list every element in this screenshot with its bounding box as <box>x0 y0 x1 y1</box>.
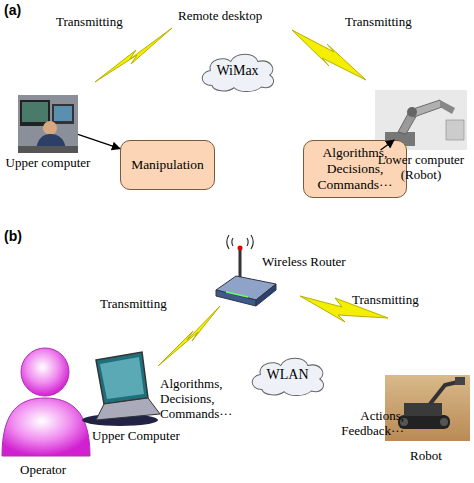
link-label: Transmitting <box>345 14 412 29</box>
cloud-label: WLAN <box>267 367 309 383</box>
lightning-bolt <box>292 30 366 80</box>
network-cloud: WiMax <box>195 48 280 93</box>
lightning-bolt <box>95 28 172 82</box>
wireless-router-icon <box>216 235 276 306</box>
data-label: Algorithms, Decisions, Commands··· <box>160 376 252 421</box>
node-caption: Lower computer (Robot) <box>371 152 471 182</box>
process-box: Manipulation <box>120 140 215 190</box>
operator-figure <box>2 348 90 456</box>
cloud-label: WiMax <box>216 63 258 79</box>
lightning-bolt <box>158 306 220 366</box>
node-caption: Upper computer <box>0 155 100 170</box>
panel-label: (a) <box>4 3 21 18</box>
person-label: Operator <box>20 462 66 477</box>
device-label: Robot <box>410 448 442 463</box>
laptop-icon <box>82 352 160 426</box>
computer-photo: Upper computer <box>18 95 78 153</box>
panel-label: (b) <box>4 229 22 244</box>
device-label: Wireless Router <box>262 254 346 269</box>
network-cloud: WLAN <box>245 352 330 397</box>
link-label: Remote desktop <box>178 8 262 23</box>
cloud-shape <box>252 358 323 395</box>
link-label: Transmitting <box>352 292 419 307</box>
box-label: Manipulation <box>131 157 204 173</box>
process-box: Algorithms, Decisions, Commands··· <box>303 140 407 198</box>
arrow-connector <box>78 134 120 148</box>
data-label: Actions, Feedback··· <box>318 408 404 438</box>
arrow-connector <box>381 140 394 150</box>
device-label: Upper Computer <box>92 428 180 443</box>
robot-photo: Lower computer (Robot) <box>375 90 467 150</box>
link-label: Transmitting <box>56 14 123 29</box>
cloud-shape <box>202 54 273 91</box>
upper-computer-photo <box>18 95 78 153</box>
link-label: Transmitting <box>100 296 167 311</box>
